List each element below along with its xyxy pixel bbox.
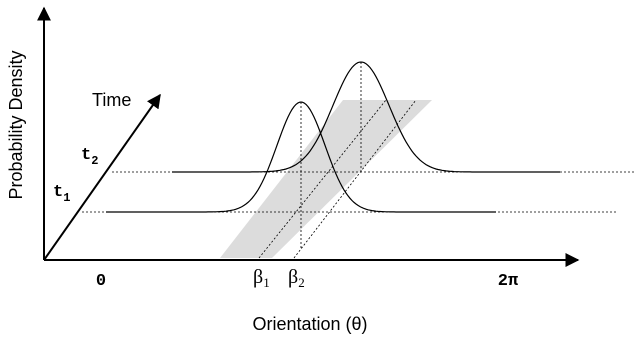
beta-tick-2-sub: 2	[298, 275, 305, 290]
beta-tick-1: β1	[253, 266, 270, 290]
beta-tick-1-name: β	[253, 266, 263, 288]
band-guide-line-2	[293, 99, 417, 259]
density-curve-t1	[106, 101, 496, 213]
time-axis	[43, 93, 161, 261]
time-tick-t1-sub: 1	[63, 191, 70, 205]
density-curve-t2	[172, 61, 560, 173]
time-tick-t1: t1	[53, 183, 70, 205]
x-axis-label: Orientation (θ)	[252, 314, 367, 334]
y-axis-label: Probability Density	[6, 50, 26, 199]
orientation-drift-band	[220, 100, 432, 258]
time-axis-label: Time	[92, 90, 131, 110]
band-guide-line-1	[258, 99, 387, 259]
beta-tick-1-sub: 1	[263, 275, 270, 290]
x-tick-zero: 0	[96, 272, 106, 291]
time-tick-t1-name: t	[53, 183, 63, 202]
time-tick-t2-name: t	[81, 146, 91, 165]
beta-tick-2-name: β	[288, 266, 298, 288]
x-tick-two-pi: 2π	[498, 272, 518, 291]
beta-tick-2: β2	[288, 266, 305, 290]
time-tick-t2-sub: 2	[91, 154, 98, 168]
time-tick-t2: t2	[81, 146, 98, 168]
